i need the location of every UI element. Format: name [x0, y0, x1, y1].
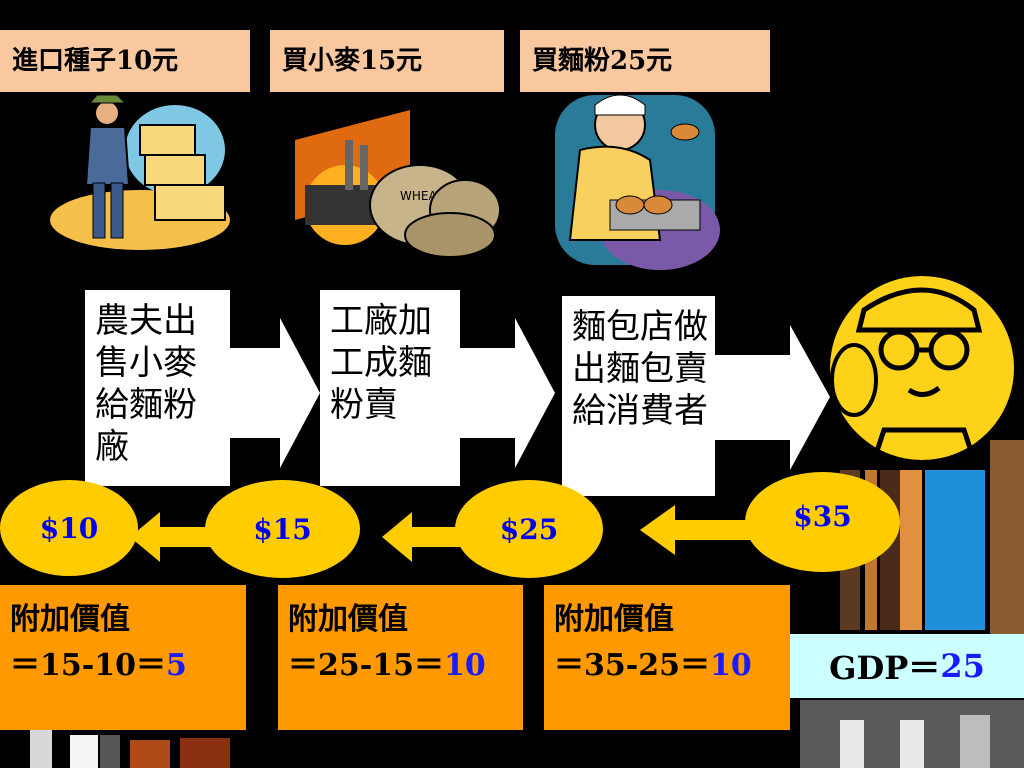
- value-added-formula: ＝25-15＝: [288, 648, 444, 683]
- cost-label-seeds: 進口種子10元: [0, 30, 250, 92]
- value-added-formula: ＝35-25＝: [554, 648, 710, 683]
- value-added-title: 附加價值: [288, 602, 408, 637]
- price-35: $35: [745, 472, 900, 572]
- stage-farmer: 農夫出售小麥給麵粉廠: [85, 290, 230, 486]
- arrow-left-3: [640, 505, 755, 555]
- arrow-right-1: [225, 318, 320, 468]
- value-added-title: 附加價值: [10, 602, 130, 637]
- value-added-title: 附加價值: [554, 602, 674, 637]
- consumer-illustration: [827, 275, 1017, 465]
- value-added-result: 5: [165, 648, 187, 683]
- value-added-farmer: 附加價值 ＝15-10＝5: [0, 585, 246, 730]
- price-15: $15: [205, 480, 360, 578]
- gdp-label: GDP＝: [829, 649, 941, 687]
- gdp-value: 25: [940, 647, 985, 685]
- farmer-illustration: [50, 95, 230, 250]
- baker-illustration: [555, 94, 720, 270]
- cost-label-flour: 買麵粉25元: [520, 30, 770, 92]
- stage-factory: 工廠加工成麵粉賣: [320, 290, 460, 486]
- stage-bakery: 麵包店做出麵包賣給消費者: [562, 296, 715, 496]
- price-25: $25: [455, 480, 603, 578]
- cost-label-wheat: 買小麥15元: [270, 30, 504, 92]
- gdp-total: GDP＝25: [790, 634, 1024, 698]
- value-added-result: 10: [709, 648, 752, 683]
- arrow-left-1: [130, 512, 220, 562]
- arrow-right-2: [455, 318, 555, 468]
- price-10: $10: [0, 480, 138, 576]
- value-added-bakery: 附加價值 ＝35-25＝10: [544, 585, 790, 730]
- arrow-left-2: [382, 512, 472, 562]
- value-added-formula: ＝15-10＝: [10, 648, 166, 683]
- arrow-right-3: [710, 325, 830, 470]
- value-added-result: 10: [443, 648, 486, 683]
- factory-wheat-illustration: WHEAT: [295, 110, 501, 258]
- value-added-factory: 附加價值 ＝25-15＝10: [278, 585, 523, 730]
